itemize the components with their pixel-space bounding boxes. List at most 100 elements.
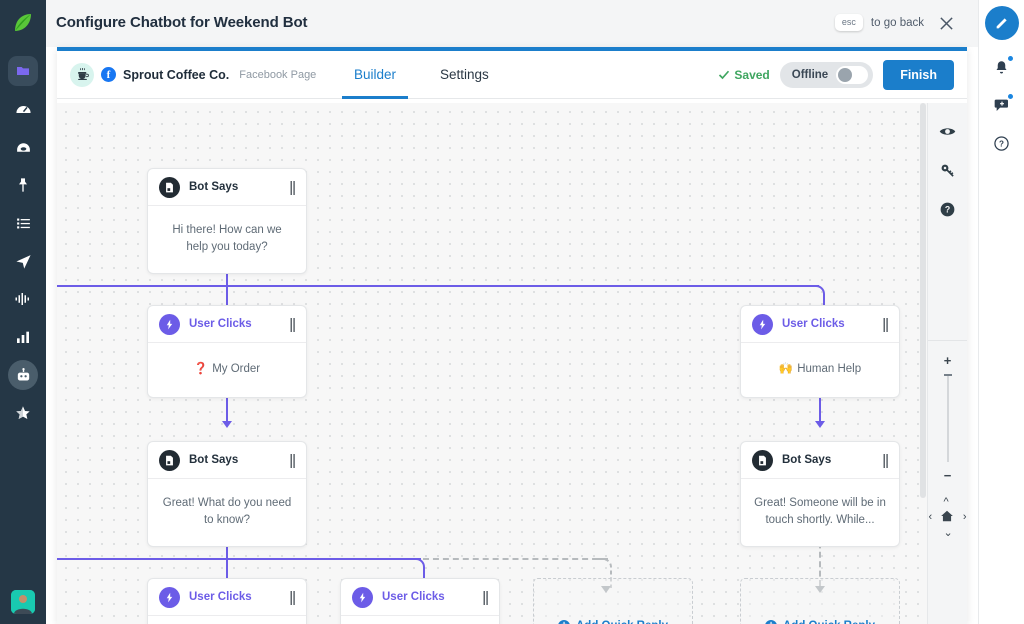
plus-icon: +	[557, 620, 570, 624]
zoom-control[interactable]: + −	[943, 353, 952, 483]
sidebar-item-bots[interactable]	[8, 360, 38, 390]
connector-hbar2-to-user4	[411, 558, 435, 597]
page-title: Configure Chatbot for Weekend Bot	[56, 14, 308, 31]
zoom-out-button[interactable]: −	[943, 468, 952, 483]
sidebar-item-send[interactable]	[8, 246, 38, 276]
pan-right-icon[interactable]: ›	[962, 511, 967, 523]
sidebar-item-folder[interactable]	[8, 56, 38, 86]
finish-button[interactable]: Finish	[883, 59, 954, 90]
notification-badge	[1006, 55, 1014, 62]
saved-status: Saved	[718, 68, 770, 82]
arrow-to-bot3	[815, 421, 825, 428]
node-header: User Clicks ||	[741, 306, 899, 343]
arrow-to-qr1	[601, 586, 611, 593]
connector-user1-bot2	[226, 397, 228, 423]
node-user-clicks-my-order[interactable]: User Clicks || ❓ My Order	[147, 305, 307, 398]
node-bot-says-3[interactable]: Bot Says || Great! Someone will be in to…	[740, 441, 900, 547]
chatbot-builder-panel: f Sprout Coffee Co. Facebook Page Builde…	[57, 47, 967, 624]
toggle-label: Offline	[791, 68, 829, 81]
pan-left-icon[interactable]: ‹	[928, 511, 933, 523]
node-user-clicks-order-status[interactable]: User Clicks || Order status	[147, 578, 307, 624]
zoom-slider-thumb[interactable]	[943, 374, 952, 376]
pan-down-icon[interactable]: ⌄	[943, 527, 953, 539]
rail-items	[0, 56, 46, 428]
tab-settings[interactable]: Settings	[440, 67, 489, 82]
add-quick-reply-2[interactable]: + Add Quick Reply	[740, 578, 900, 624]
toolstrip-divider	[928, 340, 967, 341]
node-type-label: User Clicks	[382, 591, 445, 603]
drag-handle-icon[interactable]: ||	[289, 588, 296, 606]
node-reply-row: ❓ My Order	[148, 343, 306, 397]
node-type-label: Bot Says	[189, 181, 239, 193]
toggle-switch[interactable]	[836, 65, 869, 84]
drag-handle-icon[interactable]: ||	[482, 588, 489, 606]
online-offline-toggle[interactable]: Offline	[779, 61, 874, 88]
zoom-in-button[interactable]: +	[943, 353, 952, 368]
sidebar-item-publishing[interactable]	[8, 170, 38, 200]
add-quick-reply-label: Add Quick Reply	[576, 620, 668, 624]
header-actions: Saved Offline Finish	[718, 59, 967, 90]
node-type-label: Bot Says	[782, 454, 832, 466]
arrow-to-bot2	[222, 421, 232, 428]
sidebar-item-dashboard[interactable]	[8, 94, 38, 124]
close-icon[interactable]	[936, 13, 956, 33]
node-message-text: Great! What do you need to know?	[162, 497, 292, 527]
sidebar-item-tasks[interactable]	[8, 208, 38, 238]
drag-handle-icon[interactable]: ||	[289, 178, 296, 196]
key-icon[interactable]	[937, 159, 959, 181]
pan-control[interactable]: ^ ‹ › ⌄	[925, 497, 968, 539]
zoom-slider-track[interactable]	[943, 374, 952, 462]
bell-icon[interactable]	[991, 55, 1014, 78]
pan-up-icon[interactable]: ^	[943, 496, 949, 508]
scrollbar-thumb[interactable]	[920, 103, 926, 498]
modal-topbar: Configure Chatbot for Weekend Bot esc to…	[46, 0, 978, 47]
builder-header: f Sprout Coffee Co. Facebook Page Builde…	[57, 51, 967, 99]
drag-handle-icon[interactable]: ||	[289, 451, 296, 469]
canvas-scrollbar[interactable]	[920, 103, 926, 624]
lightning-bolt-icon	[159, 313, 180, 335]
flow-canvas[interactable]: Bot Says || Hi there! How can we help yo…	[57, 103, 967, 624]
lightning-bolt-icon	[752, 313, 773, 335]
node-type-label: User Clicks	[782, 318, 845, 330]
dashed-connector-hbar2	[423, 558, 608, 560]
node-user-clicks-order-cancellation[interactable]: User Clicks || Order cancellation	[340, 578, 500, 624]
node-user-clicks-human-help[interactable]: User Clicks || 🙌 Human Help	[740, 305, 900, 398]
node-header: User Clicks ||	[341, 579, 499, 616]
node-bot-says-1[interactable]: Bot Says || Hi there! How can we help yo…	[147, 168, 307, 274]
raising-hands-emoji: 🙌	[778, 363, 794, 376]
esc-hint: esc to go back	[834, 14, 924, 31]
sidebar-item-listening[interactable]	[8, 284, 38, 314]
check-icon	[719, 70, 730, 79]
facebook-icon: f	[101, 67, 116, 82]
sidebar-item-inbox[interactable]	[8, 132, 38, 162]
home-icon[interactable]	[940, 509, 954, 525]
drag-handle-icon[interactable]: ||	[882, 315, 889, 333]
sidebar-item-reports[interactable]	[8, 322, 38, 352]
chat-icon[interactable]	[991, 93, 1014, 116]
facebook-glyph: f	[106, 68, 111, 81]
help-icon[interactable]: ?	[937, 198, 959, 220]
node-reply-text: Order status	[148, 616, 306, 624]
sidebar-item-favorites[interactable]	[8, 398, 38, 428]
bot-message-icon	[159, 176, 180, 198]
drag-handle-icon[interactable]: ||	[882, 451, 889, 469]
utility-column: ?	[978, 0, 1024, 624]
node-reply-text: Human Help	[797, 363, 862, 376]
add-quick-reply-1[interactable]: + Add Quick Reply	[533, 578, 693, 624]
esc-hint-label: to go back	[870, 16, 924, 29]
drag-handle-icon[interactable]: ||	[289, 315, 296, 333]
flow-canvas-inner: Bot Says || Hi there! How can we help yo…	[57, 103, 937, 624]
user-avatar[interactable]	[11, 590, 35, 614]
message-badge	[1006, 93, 1014, 100]
node-header: Bot Says ||	[148, 442, 306, 479]
sprout-logo-icon[interactable]	[10, 10, 36, 36]
node-reply-text: Order cancellation	[341, 616, 499, 624]
node-bot-says-2[interactable]: Bot Says || Great! What do you need to k…	[147, 441, 307, 547]
compose-icon[interactable]	[984, 6, 1019, 40]
node-type-label: User Clicks	[189, 318, 252, 330]
tab-builder[interactable]: Builder	[332, 51, 418, 99]
preview-eye-icon[interactable]	[937, 120, 959, 142]
help-circle-icon[interactable]: ?	[991, 132, 1013, 154]
node-reply-text: My Order	[212, 363, 261, 376]
